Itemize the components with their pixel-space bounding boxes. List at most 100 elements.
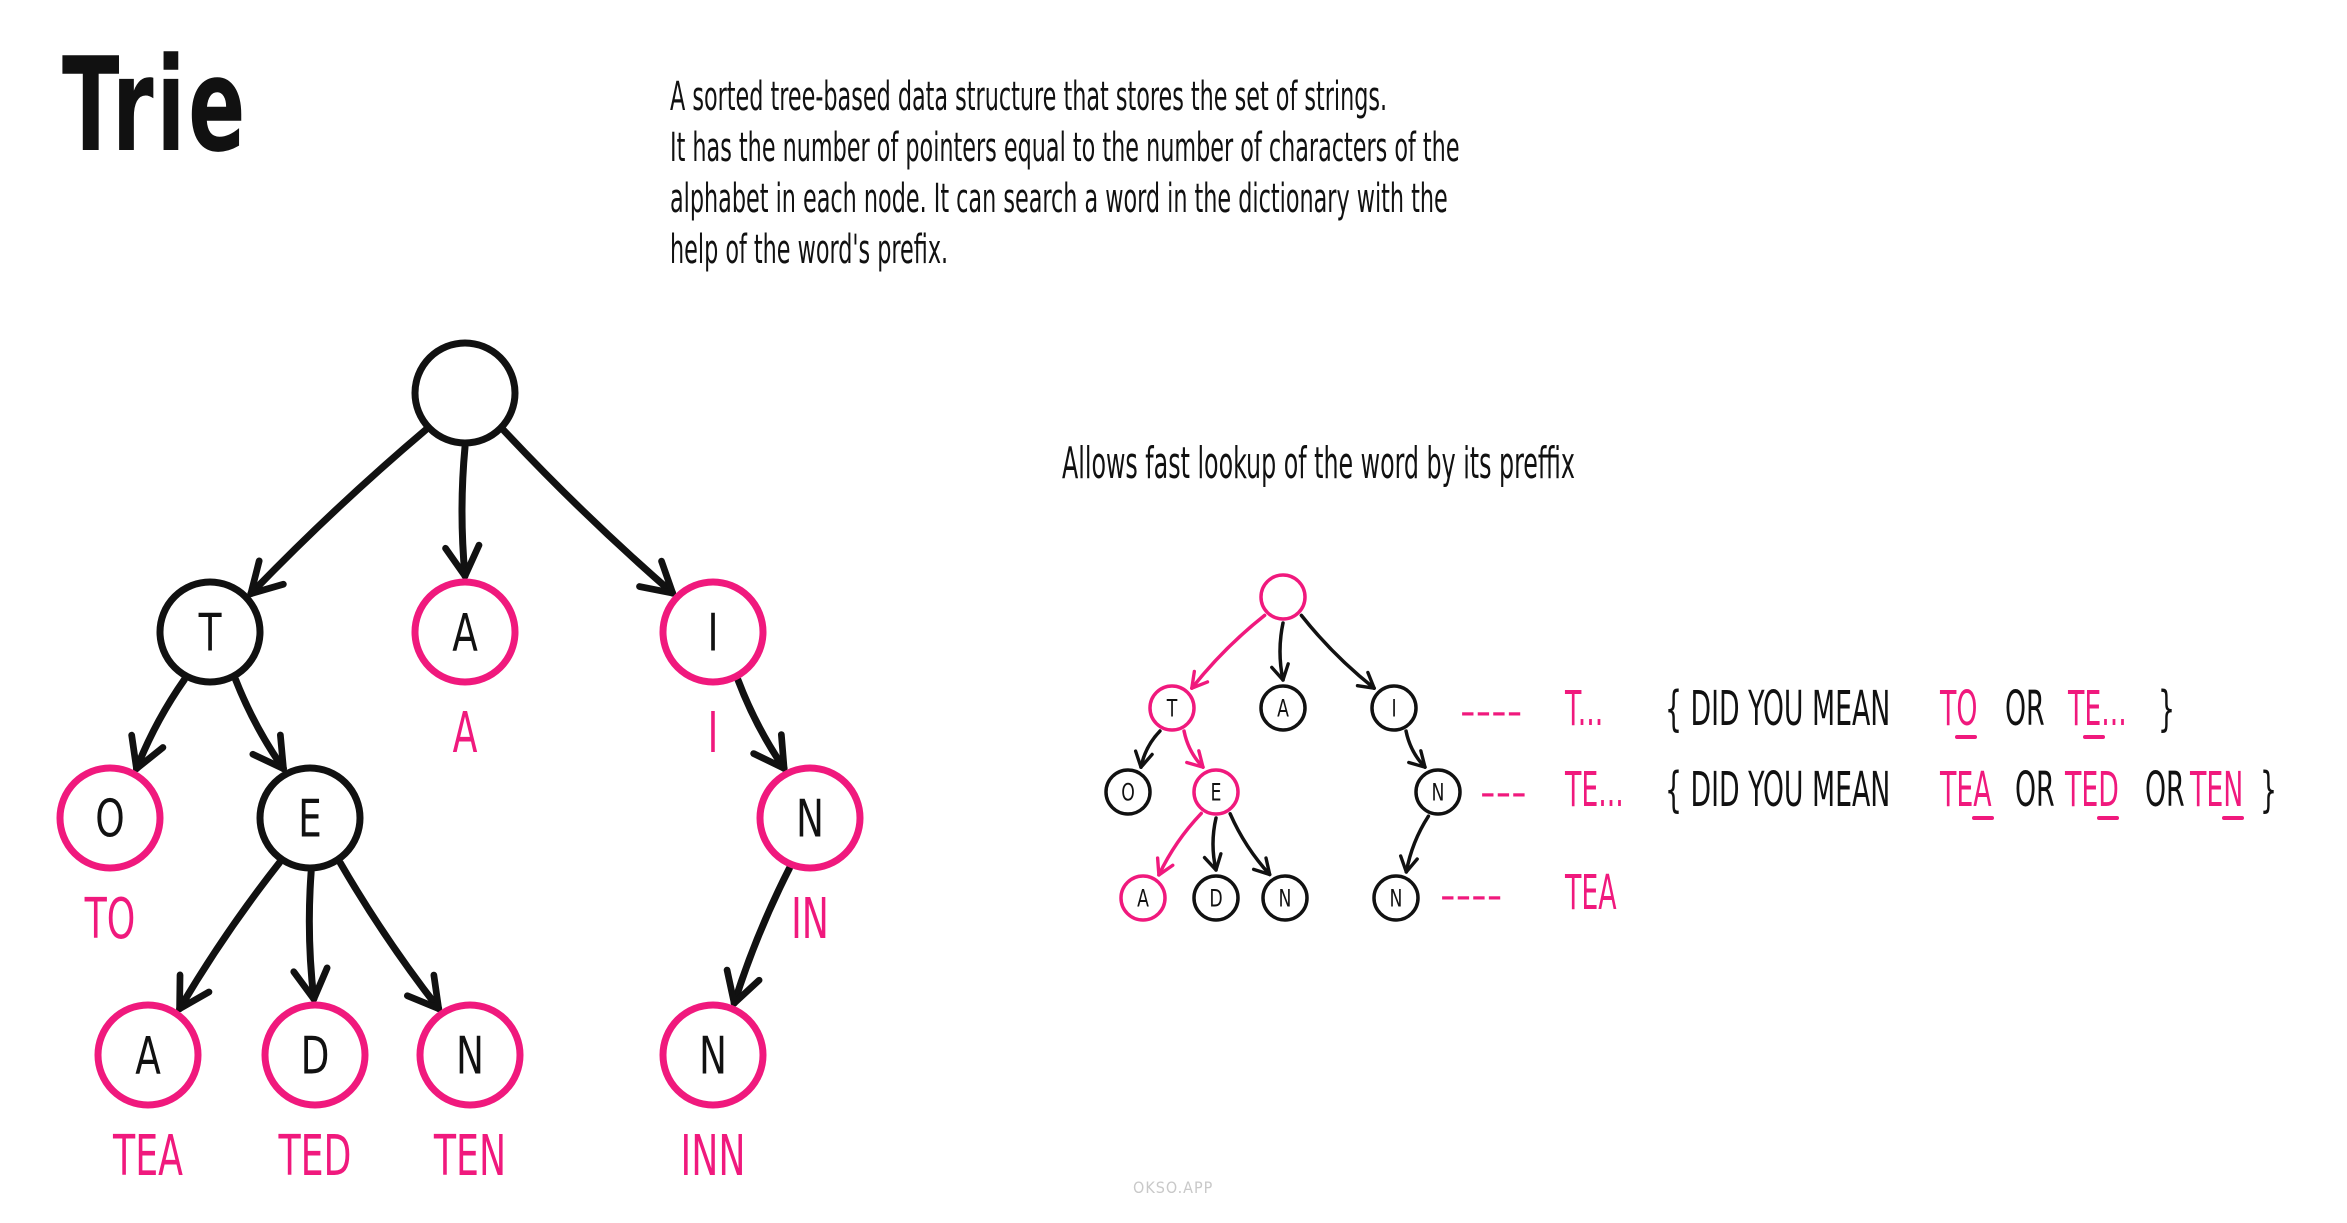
lookup-edge (1190, 613, 1267, 690)
lookup-edge (1404, 729, 1427, 769)
lookup-node-ed-letter: D (1209, 886, 1222, 914)
trie-node-i (659, 578, 767, 686)
trie-node-ed (261, 1001, 369, 1109)
tree-edge (128, 676, 188, 773)
lookup-trie: T A I O E N A D N N (1104, 573, 1462, 922)
word-label: A (453, 700, 478, 765)
trie-node-t-letter: T (198, 603, 223, 664)
lookup-edge (1182, 729, 1205, 769)
lookup-node-n-letter: N (1432, 780, 1445, 808)
trie-node-n1-letter: N (796, 789, 824, 850)
lookup-dashes: ---- (1460, 689, 1522, 735)
word-label: I (708, 700, 719, 765)
word-label: TEN (433, 1123, 506, 1188)
trie-node-i-letter: I (707, 603, 718, 664)
trie-node-o-letter: O (95, 789, 124, 850)
lookup-node-nn (1372, 874, 1420, 922)
description-line: A sorted tree-based data structure that … (670, 74, 1388, 120)
lookup-node-o (1104, 768, 1152, 816)
word-label: TO (84, 886, 136, 951)
lookup-node-en (1261, 874, 1309, 922)
lookup-node-ed (1192, 874, 1240, 922)
trie-node-en (416, 1001, 524, 1109)
word-label: IN (791, 886, 829, 951)
lookup-node-e (1192, 768, 1240, 816)
tree-edge (723, 864, 794, 1007)
trie-node-ea-letter: A (135, 1026, 161, 1087)
lookup-node-en-letter: N (1279, 886, 1292, 914)
lookup-node-nn-letter: N (1390, 886, 1403, 914)
lookup-joiner: OR (2145, 763, 2185, 818)
lookup-dashes: --- (1480, 770, 1527, 816)
trie-node-a (411, 578, 519, 686)
tree-edge (500, 426, 677, 597)
lookup-query: T... (1564, 682, 1603, 737)
lookup-node-n (1414, 768, 1462, 816)
trie-node-o (56, 764, 164, 872)
lookup-edge (1299, 613, 1376, 690)
lookup-node-e-letter: E (1211, 780, 1222, 808)
suggestion-option: TEN (2189, 763, 2243, 818)
trie-node-a-letter: A (452, 603, 478, 664)
subtitle: Allows fast lookup of the word by its pr… (1062, 438, 1575, 489)
word-label: TEA (112, 1123, 183, 1188)
trie-node-nn (659, 1001, 767, 1109)
tree-edge (290, 868, 331, 1003)
lookup-node-i-letter: I (1391, 696, 1396, 724)
lookup-node-a-letter: A (1277, 696, 1289, 724)
trie-node-root (411, 339, 519, 447)
trie-node-en-letter: N (456, 1026, 484, 1087)
trie-node-e (256, 764, 364, 872)
lookup-node-a (1259, 684, 1307, 732)
lookup-close-brace: } (2260, 763, 2277, 818)
tree-edge (336, 859, 443, 1013)
trie-node-ea (94, 1001, 202, 1109)
lookup-node-i (1370, 684, 1418, 732)
footer-credit: OKSO.APP (1133, 1178, 1214, 1197)
trie-node-ed-letter: D (301, 1026, 330, 1087)
lookup-node-ea-letter: A (1137, 886, 1149, 914)
description-line: alphabet in each node. It can search a w… (670, 176, 1448, 222)
lookup-close-brace: } (2158, 682, 2175, 737)
lookup-dashes: ---- (1440, 873, 1502, 919)
lookup-edge (1202, 816, 1223, 872)
description: A sorted tree-based data structure that … (670, 72, 1885, 276)
tree-edge (442, 443, 483, 580)
description-line: It has the number of pointers equal to t… (670, 125, 1460, 171)
suggestion-option: TEA (1939, 763, 1992, 818)
lookup-joiner: OR (2005, 682, 2045, 737)
lookup-edge (1228, 812, 1272, 877)
lookup-node-ea (1119, 874, 1167, 922)
lookup-edge (1399, 814, 1431, 874)
tree-edge (176, 859, 284, 1013)
suggestion-option: TED (2064, 763, 2119, 818)
word-label: TED (278, 1123, 352, 1188)
lookup-node-root (1259, 573, 1307, 621)
lookup-edge (1133, 729, 1162, 769)
description-line: help of the word's prefix. (670, 227, 949, 273)
tree-edge (734, 676, 788, 772)
tree-edge (247, 426, 430, 598)
lookup-edge (1270, 621, 1290, 682)
lookup-query: TE... (1564, 763, 1623, 818)
trie-node-nn-letter: N (699, 1026, 727, 1087)
lookup-node-t (1148, 684, 1196, 732)
word-label: INN (681, 1123, 746, 1188)
lookup-joiner: OR (2015, 763, 2055, 818)
lookup-query: TEA (1564, 866, 1617, 921)
tree-edge (232, 676, 287, 773)
lookup-prompt: { DID YOU MEAN (1665, 763, 1890, 818)
lookup-node-t-letter: T (1166, 696, 1177, 724)
suggestion-option: TE... (2067, 682, 2127, 737)
suggestion-option: TO (1939, 682, 1977, 737)
lookup-node-o-letter: O (1121, 780, 1135, 808)
trie-node-n1 (756, 764, 864, 872)
trie-node-t (156, 578, 264, 686)
trie-node-e-letter: E (298, 789, 322, 850)
lookup-prompt: { DID YOU MEAN (1665, 682, 1890, 737)
page-title: Trie (62, 29, 249, 181)
lookup-edge (1155, 811, 1203, 877)
